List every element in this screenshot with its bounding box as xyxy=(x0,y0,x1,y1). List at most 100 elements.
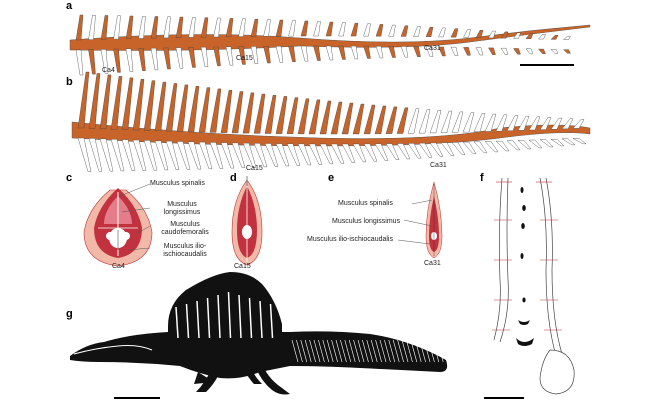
chevron xyxy=(550,49,559,54)
chevron xyxy=(572,138,587,145)
neural-spine xyxy=(374,105,387,134)
neural-spine xyxy=(300,20,309,37)
neural-spine xyxy=(88,15,96,40)
neural-spine xyxy=(341,102,354,135)
label-c-vertebra: Ca4 xyxy=(112,263,125,270)
chevron xyxy=(132,139,147,171)
label-e-ilio-ischiocaudalis: Musculus ilio-ischiocaudalis xyxy=(307,236,393,243)
sail-spine xyxy=(269,303,274,339)
neural-spine xyxy=(238,18,246,37)
chevron xyxy=(275,45,284,63)
chevron xyxy=(225,46,234,66)
chevron xyxy=(188,47,196,68)
neural-spine xyxy=(528,116,541,131)
chevron xyxy=(88,138,103,172)
neural-spine xyxy=(308,99,321,135)
chevron xyxy=(75,49,84,76)
sail-spine xyxy=(259,300,263,339)
chevron xyxy=(506,140,521,151)
neural-spine xyxy=(550,117,563,130)
panel-e-cross-section xyxy=(425,181,443,259)
tail-spine xyxy=(309,339,316,363)
label-e-vertebra: Ca31 xyxy=(424,260,441,267)
neural-spine xyxy=(475,30,484,38)
label-b-ca31: Ca31 xyxy=(430,162,447,169)
chevron xyxy=(242,142,257,168)
panel-a-chevrons xyxy=(75,45,571,76)
neural-spine xyxy=(75,14,84,41)
chevron xyxy=(150,47,159,71)
neural-spine xyxy=(375,24,384,37)
panel-d-cross-section xyxy=(231,176,263,266)
neural-spine xyxy=(250,18,259,37)
chevron xyxy=(308,143,323,165)
neural-spine xyxy=(77,71,90,129)
chevron xyxy=(330,143,345,164)
chevron xyxy=(500,47,509,55)
neural-spine xyxy=(561,118,574,130)
label-e-spinalis: Musculus spinalis xyxy=(338,200,393,207)
chevron xyxy=(154,140,169,171)
tail-spine xyxy=(318,339,325,363)
neural-spine xyxy=(450,28,459,38)
chevron xyxy=(313,45,321,61)
neural-spine xyxy=(286,97,299,134)
chevron xyxy=(463,47,471,56)
chevron xyxy=(198,141,213,170)
neural-spine xyxy=(352,103,365,135)
chevron xyxy=(413,46,421,57)
tail-spine xyxy=(362,339,369,363)
chevron xyxy=(338,45,346,60)
chevron xyxy=(288,45,296,62)
chevron xyxy=(450,46,459,56)
tail-spine xyxy=(379,339,387,363)
chevron xyxy=(138,48,146,71)
neural-spine xyxy=(263,19,271,37)
neural-spine xyxy=(163,16,171,39)
chevron xyxy=(165,140,180,170)
chevron xyxy=(341,143,356,163)
neural-spine xyxy=(275,19,284,37)
neural-spine xyxy=(213,17,221,38)
neural-spine xyxy=(440,110,453,133)
chevron xyxy=(374,143,389,161)
neural-spine xyxy=(338,22,346,37)
tail-spine xyxy=(300,339,308,363)
tail-spine xyxy=(357,339,365,363)
chevron xyxy=(253,143,268,168)
tail-spine xyxy=(375,339,382,363)
neural-spine xyxy=(187,86,200,132)
neural-spine xyxy=(562,35,571,40)
neural-spine xyxy=(538,34,546,40)
neural-spine xyxy=(253,93,266,134)
chevron xyxy=(418,142,433,158)
chevron xyxy=(319,143,334,165)
chevron xyxy=(473,141,488,154)
panel-g-silhouette xyxy=(70,272,448,395)
chevron xyxy=(77,137,92,172)
chevron xyxy=(400,46,409,58)
chevron xyxy=(263,46,271,64)
label-c-caudofemoralis: Musculus caudofemoralis xyxy=(161,221,209,236)
sail-spine xyxy=(185,303,190,339)
chevron xyxy=(300,45,309,62)
neural-spine xyxy=(488,30,496,39)
chevron xyxy=(550,139,565,147)
chevron xyxy=(113,48,121,73)
panel-b-chevrons xyxy=(77,137,587,172)
panel-letter-g: g xyxy=(66,308,73,320)
chevron xyxy=(176,141,191,170)
chevron xyxy=(562,49,571,54)
neural-spine xyxy=(400,25,409,37)
neural-spine xyxy=(363,104,376,135)
tail-spine xyxy=(419,339,426,363)
neural-spine xyxy=(550,35,559,40)
neural-spine xyxy=(288,20,296,37)
tail-spine xyxy=(291,339,299,363)
chevron xyxy=(561,138,576,146)
tail-spine xyxy=(414,339,422,363)
chevron xyxy=(286,143,301,166)
neural-spine xyxy=(462,112,475,133)
neural-spine xyxy=(88,73,101,129)
tail-spine xyxy=(432,339,440,363)
